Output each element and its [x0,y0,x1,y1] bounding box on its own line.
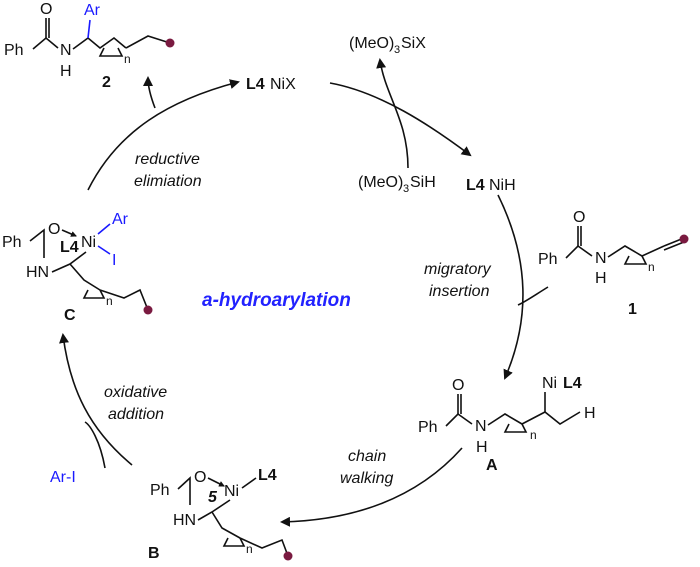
step-oxidative-line1: oxidative [104,384,167,401]
n-subscript: n [530,428,537,442]
o-label: O [40,1,52,18]
six-label: SiX [401,35,426,52]
l4nih-label: L4 NiH [466,177,516,194]
n-label: N [595,250,607,267]
step-migratory-line1: migratory [424,261,492,278]
arrow-b-to-c [59,333,133,466]
h-label: H [476,439,488,456]
n-subscript: n [648,260,655,274]
position-dot [143,305,153,315]
substrate-1-structure: Ph O N H n 1 [538,209,689,318]
arrow-l4nih-to-a [497,194,524,380]
product-2-structure: Ph O N H Ar n 2 [4,1,175,91]
meo3six-label: (MeO) 3 SiX [349,35,426,56]
position-dot [165,38,175,48]
intermediate-b-structure: Ph O Ni L4 5 HN n B [148,467,293,562]
arrow-substrate-in [517,286,549,306]
meo-label: (MeO) [349,35,394,52]
subscript-3: 3 [394,44,400,56]
n-label: N [475,418,487,435]
l4-label: L4 [258,467,277,484]
ni-label: Ni [224,483,239,500]
l4-label: L4 [60,239,79,256]
step-oxidative-line2: addition [108,406,164,423]
subscript-3: 3 [403,183,409,195]
n-subscript: n [106,294,113,308]
n-subscript: n [246,542,253,556]
ar-i-label: Ar-I [50,469,76,486]
hn-label: HN [173,512,196,529]
position-dot [679,234,689,244]
ar-label: Ar [84,2,101,19]
h-label: H [60,63,72,80]
nix-label: NiX [270,76,296,93]
h-label: H [584,405,596,422]
arrow-l4nix-to-l4nih [329,82,472,157]
position-dot [283,551,293,561]
o-label: O [194,469,206,486]
compound-b-label: B [148,545,160,562]
n-subscript: n [124,52,131,66]
ph-label: Ph [150,482,170,499]
ar-label: Ar [112,211,129,228]
arrow-a-to-b [280,447,463,527]
ph-label: Ph [418,419,438,436]
arrow-to-product-2 [143,76,156,109]
meo-label: (MeO) [358,174,403,191]
ni-label: Ni [542,375,557,392]
step-chain-line1: chain [348,448,386,465]
intermediate-a-structure: Ph O N H n Ni L4 H A [418,375,596,474]
intermediate-c-structure: Ph O L4 Ni Ar I HN n C [2,211,153,324]
o-label: O [48,221,60,238]
step-chain-line2: walking [340,470,393,487]
i-label: I [112,252,116,269]
l4-label: L4 [246,76,265,93]
step-reductive-line1: reductive [135,151,200,168]
ph-label: Ph [538,251,558,268]
step-migratory-line2: insertion [429,283,490,300]
o-label: O [573,209,585,226]
nih-label: NiH [489,177,516,194]
meo3sih-label: (MeO) 3 SiH [358,174,436,195]
cycle-arrows [59,76,524,527]
l4-label: L4 [563,375,582,392]
hn-label: HN [26,264,49,281]
compound-a-label: A [486,457,498,474]
cycle-title: a-hydroarylation [202,290,351,311]
o-label: O [452,377,464,394]
ni-label: Ni [81,234,96,251]
ring-size-label: 5 [208,489,218,506]
ph-label: Ph [4,42,24,59]
compound-2-label: 2 [102,74,111,91]
ph-label: Ph [2,234,22,251]
arrow-silane-out [376,58,409,169]
compound-c-label: C [64,307,76,324]
l4nix-label: L4 NiX [246,76,296,93]
arrow-ari-in [84,421,106,469]
sih-label: SiH [410,174,436,191]
step-reductive-line2: elimiation [134,173,202,190]
h-label: H [595,270,607,287]
arrow-reductive-elimination-to-l4nix [87,79,240,191]
n-label: N [60,42,72,59]
l4-label: L4 [466,177,485,194]
compound-1-label: 1 [628,301,637,318]
